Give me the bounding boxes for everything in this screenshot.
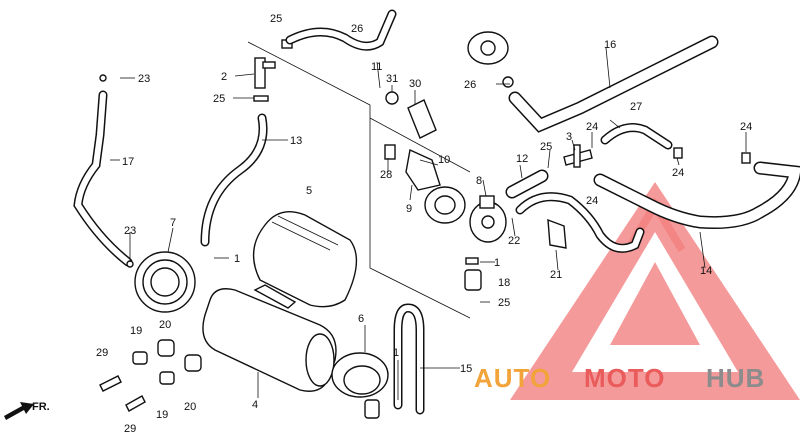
callout-29-a: 29 xyxy=(96,347,108,359)
callout-19-a: 19 xyxy=(130,325,142,337)
callout-25-c: 25 xyxy=(498,297,510,309)
canister-4 xyxy=(202,284,337,392)
hose-27 xyxy=(600,123,673,150)
solenoid-8 xyxy=(469,195,507,243)
callout-16: 16 xyxy=(604,39,616,51)
watermark-text: AUTO MOTO HUB xyxy=(474,363,765,393)
callout-14: 14 xyxy=(700,265,712,277)
clip-23-top xyxy=(99,74,107,82)
watermark-auto: AUTO xyxy=(474,363,551,393)
clip-1-c xyxy=(465,257,479,265)
hose-14 xyxy=(593,161,800,229)
callout-23-bottom: 23 xyxy=(124,225,136,237)
callout-23-top: 23 xyxy=(138,73,150,85)
callout-12: 12 xyxy=(516,153,528,165)
callout-31: 31 xyxy=(386,73,398,85)
bushings-19-20 xyxy=(99,339,202,412)
front-direction-arrow: FR. xyxy=(4,401,50,420)
callout-9: 9 xyxy=(406,203,412,215)
callout-10: 10 xyxy=(438,154,450,166)
clip-24-mid xyxy=(673,147,683,159)
hose-15 xyxy=(393,303,425,415)
callout-1-c: 1 xyxy=(494,257,500,269)
hose-13 xyxy=(200,113,268,247)
valve-9-10 xyxy=(384,144,466,224)
callout-1-a: 1 xyxy=(234,253,240,265)
callout-3: 3 xyxy=(566,131,572,143)
connector-18 xyxy=(464,269,482,291)
callout-15: 15 xyxy=(460,363,472,375)
callout-25-b: 25 xyxy=(270,13,282,25)
callout-11: 11 xyxy=(371,61,382,73)
callout-13: 13 xyxy=(290,135,302,147)
callout-24-a: 24 xyxy=(586,121,598,133)
callout-5: 5 xyxy=(306,185,312,197)
callout-19-b: 19 xyxy=(156,409,168,421)
callout-20-b: 20 xyxy=(184,401,196,413)
cover-5 xyxy=(252,211,358,308)
clamp-21 xyxy=(547,218,567,249)
callout-2: 2 xyxy=(221,71,227,83)
callout-22: 22 xyxy=(508,235,520,247)
callout-25-d: 25 xyxy=(540,141,552,153)
callout-30: 30 xyxy=(409,78,421,90)
hose-22 xyxy=(515,192,645,253)
leader-lines xyxy=(110,47,747,400)
callout-27: 27 xyxy=(630,101,642,113)
sleeve-12 xyxy=(505,169,549,199)
direction-label: FR. xyxy=(32,401,50,413)
callout-24-c: 24 xyxy=(672,167,684,179)
callout-28: 28 xyxy=(380,169,392,181)
ring-7 xyxy=(134,251,196,313)
callout-7: 7 xyxy=(170,217,176,229)
callout-1-b: 1 xyxy=(393,347,399,359)
callout-labels: 23 17 23 7 20 2 25 25 13 5 1 4 6 1 15 26… xyxy=(96,13,752,435)
callout-24-d: 24 xyxy=(586,195,598,207)
joint-2 xyxy=(254,57,276,89)
callout-20-ring: 20 xyxy=(159,319,171,331)
callout-8: 8 xyxy=(476,175,482,187)
watermark-moto: MOTO xyxy=(584,363,666,393)
bracket-30 xyxy=(385,91,437,139)
callout-26-top: 26 xyxy=(351,23,363,35)
valve-26 xyxy=(467,31,514,88)
callout-4: 4 xyxy=(252,399,258,411)
cap-6 xyxy=(331,352,389,419)
callout-25-a: 25 xyxy=(213,93,225,105)
callout-18: 18 xyxy=(498,277,510,289)
watermark-hub: HUB xyxy=(706,363,765,393)
callout-17: 17 xyxy=(122,156,134,168)
joint-3 xyxy=(563,144,593,168)
callout-21: 21 xyxy=(550,269,562,281)
hose-11 xyxy=(285,9,397,51)
callout-29-b: 29 xyxy=(124,423,136,435)
clip-25-a xyxy=(253,95,269,102)
callout-26-right: 26 xyxy=(464,79,476,91)
clip-24-right xyxy=(741,152,751,164)
hose-16 xyxy=(508,35,719,133)
callout-24-b: 24 xyxy=(740,121,752,133)
hose-17 xyxy=(73,90,133,267)
callout-6: 6 xyxy=(358,313,364,325)
